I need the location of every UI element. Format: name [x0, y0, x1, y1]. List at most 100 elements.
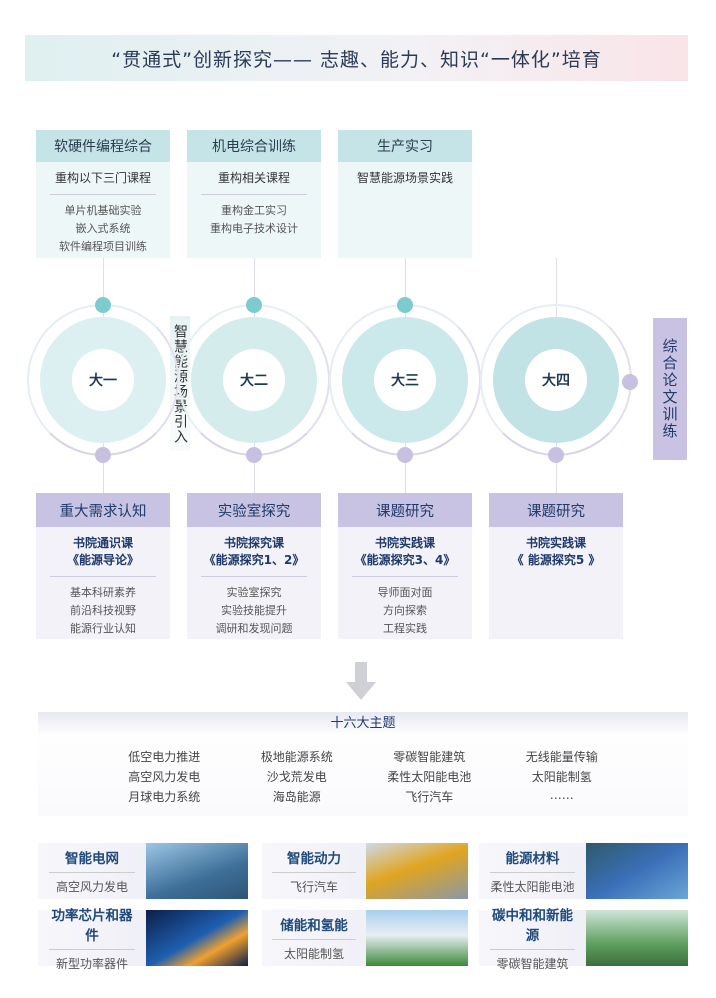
top-card: 生产实习智慧能源场景实践 [338, 130, 472, 258]
divider [50, 576, 156, 577]
card-item: 实验室探究 [226, 586, 282, 599]
stage-card: 实验室探究书院探究课《能源探究1、2》实验室探究实验技能提升调研和发现问题 [187, 493, 321, 639]
card-header: 实验室探究 [187, 493, 321, 527]
tile-text: 储能和氢能太阳能制氢 [262, 910, 366, 966]
chip-image [146, 910, 248, 966]
top-card: 软硬件编程综合重构以下三门课程单片机基础实验嵌入式系统软件编程项目训练 [36, 130, 170, 258]
course-type: 书院通识课 [72, 536, 133, 550]
tile-title: 储能和氢能 [272, 914, 356, 940]
course-type: 书院实践课 [525, 536, 586, 550]
card-item: 能源行业认知 [70, 622, 136, 635]
course-type: 书院探究课 [223, 536, 284, 550]
topic-tile: 智能动力飞行汽车 [262, 843, 468, 899]
card-header: 课题研究 [338, 493, 472, 527]
green-building-image [586, 910, 688, 966]
down-arrow-icon [346, 662, 376, 700]
divider [50, 194, 156, 195]
tile-subtitle: 高空风力发电 [55, 880, 128, 894]
topic-tile: 储能和氢能太阳能制氢 [262, 910, 468, 966]
page-title: “贯通式”创新探究—— 志趣、能力、知识“一体化”培育 [25, 35, 688, 81]
card-header: 重大需求认知 [36, 493, 170, 527]
tile-text: 智能动力飞行汽车 [262, 843, 366, 899]
topic-tile: 功率芯片和器件新型功率器件 [38, 908, 248, 971]
card-item: 工程实践 [383, 622, 427, 635]
stage-card: 课题研究书院实践课《 能源探究5 》 [489, 493, 623, 639]
course-name: 《能源探究3、4》 [354, 553, 456, 567]
theme-item: 沙戈荒发电 [266, 770, 327, 784]
topic-tile: 碳中和和新能源零碳智能建筑 [479, 908, 688, 971]
card-header: 软硬件编程综合 [36, 130, 170, 162]
tile-title: 碳中和和新能源 [489, 904, 576, 950]
top-dot [397, 297, 413, 313]
card-item: 嵌入式系统 [75, 222, 131, 235]
theme-item: 无线能量传输 [525, 750, 598, 764]
tile-text: 功率芯片和器件新型功率器件 [38, 908, 146, 971]
flexible-solar-cell-image [586, 843, 688, 899]
stage-card: 课题研究书院实践课《能源探究3、4》导师面对面方向探索工程实践 [338, 493, 472, 639]
year-label: 大一 [72, 349, 134, 411]
theme-item: 飞行汽车 [405, 790, 454, 804]
card-subtitle: 重构相关课程 [217, 171, 290, 185]
card-item: 调研和发现问题 [215, 622, 293, 635]
tile-text: 能源材料柔性太阳能电池 [479, 843, 586, 899]
bottom-dot [548, 447, 564, 463]
card-item: 软件编程项目训练 [59, 240, 147, 253]
topic-tile: 智能电网高空风力发电 [38, 843, 248, 899]
topic-tile: 能源材料柔性太阳能电池 [479, 843, 688, 899]
stage-card: 重大需求认知书院通识课《能源导论》基本科研素养前沿科技视野能源行业认知 [36, 493, 170, 639]
top-dot [246, 297, 262, 313]
themes-title: 十六大主题 [38, 712, 688, 736]
flying-car-image [366, 843, 468, 899]
course-type: 书院实践课 [374, 536, 435, 550]
theme-item: 海岛能源 [272, 790, 321, 804]
year-label: 大三 [374, 349, 436, 411]
hydrogen-plant-image [366, 910, 468, 966]
bottom-dot [246, 447, 262, 463]
tile-title: 功率芯片和器件 [48, 904, 136, 950]
tile-text: 碳中和和新能源零碳智能建筑 [479, 908, 586, 971]
themes-panel: 十六大主题 低空电力推进 极地能源系统 零碳智能建筑 无线能量传输高空风力发电 沙戈荒发… [38, 712, 688, 816]
divider [201, 576, 307, 577]
bottom-dot [95, 447, 111, 463]
tile-title: 能源材料 [489, 847, 576, 873]
card-item: 导师面对面 [377, 586, 433, 599]
wind-turbine-bridge-image [146, 843, 248, 899]
card-header: 课题研究 [489, 493, 623, 527]
year-label: 大二 [223, 349, 285, 411]
tile-subtitle: 零碳智能建筑 [496, 957, 569, 971]
card-subtitle: 书院通识课《能源导论》 [36, 535, 170, 569]
card-item: 单片机基础实验 [64, 204, 142, 217]
card-item: 重构金工实习 [221, 204, 287, 217]
card-header: 机电综合训练 [187, 130, 321, 162]
course-name: 《能源导论》 [66, 553, 139, 567]
theme-item: 柔性太阳能电池 [387, 770, 472, 784]
theme-item: 低空电力推进 [128, 750, 201, 764]
theme-item: 月球电力系统 [128, 790, 201, 804]
divider [201, 194, 307, 195]
year-label: 大四 [525, 349, 587, 411]
theme-item: 高空风力发电 [128, 770, 201, 784]
card-item: 实验技能提升 [221, 604, 287, 617]
tile-title: 智能动力 [272, 847, 356, 873]
tile-subtitle: 太阳能制氢 [283, 947, 344, 961]
right-label: 综合论文训练 [653, 318, 687, 460]
top-card: 机电综合训练重构相关课程重构金工实习重构电子技术设计 [187, 130, 321, 258]
tile-subtitle: 新型功率器件 [55, 957, 128, 971]
card-item: 方向探索 [383, 604, 427, 617]
theme-item: 太阳能制氢 [531, 770, 592, 784]
course-name: 《能源探究1、2》 [203, 553, 305, 567]
right-dot [622, 374, 638, 390]
tile-subtitle: 飞行汽车 [289, 880, 338, 894]
card-subtitle: 书院实践课《能源探究3、4》 [338, 535, 472, 569]
theme-item: 零碳智能建筑 [393, 750, 466, 764]
bottom-dot [397, 447, 413, 463]
card-subtitle: 智慧能源场景实践 [356, 171, 453, 185]
divider [352, 576, 458, 577]
course-name: 《 能源探究5 》 [511, 553, 601, 567]
theme-item: 极地能源系统 [260, 750, 333, 764]
card-subtitle: 重构以下三门课程 [54, 171, 151, 185]
tile-title: 智能电网 [48, 847, 136, 873]
card-item: 基本科研素养 [70, 586, 136, 599]
theme-item: …… [549, 788, 574, 802]
card-subtitle: 书院探究课《能源探究1、2》 [187, 535, 321, 569]
